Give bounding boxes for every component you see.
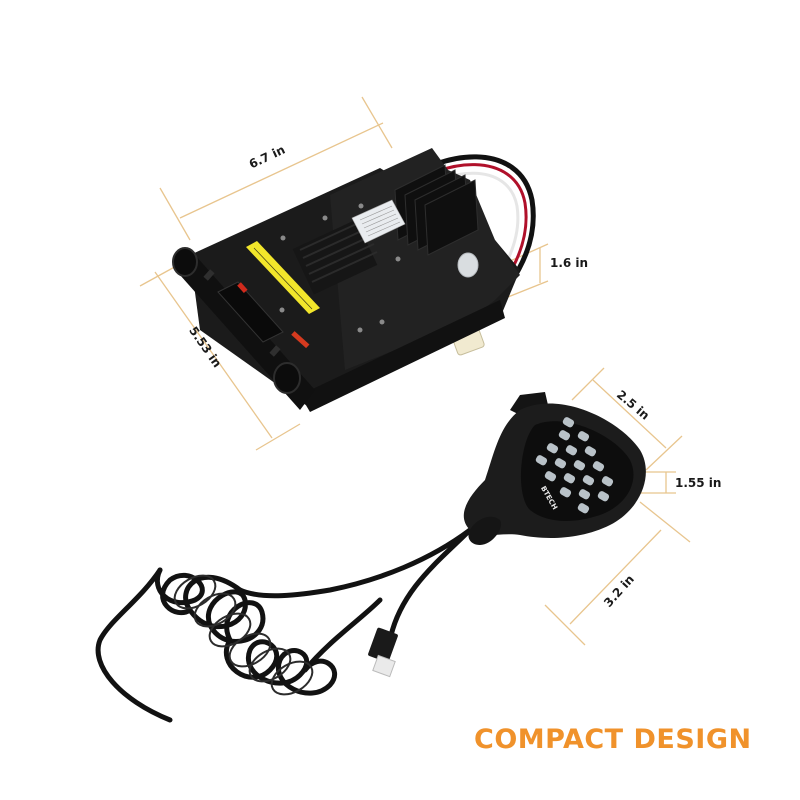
- radio-body: [172, 148, 520, 412]
- coiled-cord: [95, 527, 473, 723]
- mic-thickness-label: 1.55 in: [675, 476, 722, 490]
- radio-dimension-lines: [139, 96, 549, 451]
- radio-knobs: [172, 247, 301, 394]
- mic-dimension-lines: [544, 367, 691, 646]
- headline: COMPACT DESIGN: [474, 724, 752, 755]
- spec-sticker: [351, 199, 406, 244]
- keypad: [535, 417, 614, 514]
- microphone-body: [463, 392, 646, 545]
- rj-plug: [368, 528, 472, 678]
- caution-sticker: [246, 241, 320, 314]
- radio-height-label: 1.6 in: [550, 256, 589, 270]
